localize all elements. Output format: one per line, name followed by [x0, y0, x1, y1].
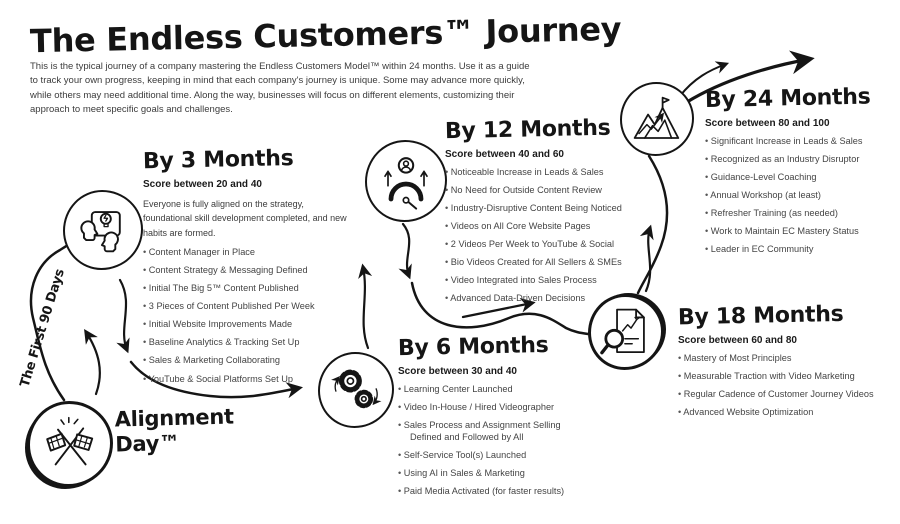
by-3-months-score: Score between 20 and 40: [143, 179, 262, 190]
list-item: Industry-Disruptive Content Being Notice…: [445, 203, 650, 215]
list-item: Significant Increase in Leads & Sales: [705, 136, 895, 148]
list-item: 3 Pieces of Content Published Per Week: [143, 301, 353, 313]
list-item: Content Manager in Place: [143, 247, 353, 259]
list-item: Advanced Data-Driven Decisions: [445, 293, 650, 305]
by-18-months-title: By 18 Months: [677, 301, 844, 331]
alignment-day-title: Alignment Day™: [114, 404, 234, 457]
path-loop-to-18: [410, 281, 590, 336]
intro-paragraph: This is the typical journey of a company…: [30, 61, 530, 116]
list-item: 2 Videos Per Week to YouTube & Social: [445, 239, 650, 251]
by-6-months-score: Score between 30 and 40: [398, 366, 517, 377]
list-item: YouTube & Social Platforms Set Up: [143, 374, 353, 386]
list-item: Learning Center Launched: [398, 384, 584, 396]
list-item: Guidance-Level Coaching: [705, 172, 895, 184]
list-item: Recognized as an Industry Disruptor: [705, 154, 895, 166]
list-item: Measurable Traction with Video Marketing: [678, 371, 900, 383]
section-by-24-months: By 24 Months Score between 80 and 100 Si…: [704, 84, 895, 262]
arrow-down-from-3: [116, 278, 130, 354]
by-3-months-list: Content Manager in Place Content Strateg…: [143, 247, 353, 385]
list-item: Regular Cadence of Customer Journey Vide…: [678, 389, 900, 401]
list-item: Work to Maintain EC Mastery Status: [705, 226, 895, 238]
list-item: Paid Media Activated (for faster results…: [398, 486, 584, 498]
arrow-down-from-12: [398, 222, 412, 280]
list-item: Initial Website Improvements Made: [143, 319, 353, 331]
brainstorm-heads-lightbulb-icon: [80, 211, 121, 253]
by-12-months-score: Score between 40 and 60: [445, 149, 564, 160]
by-6-months-title: By 6 Months: [397, 332, 549, 362]
by-12-months-list: Noticeable Increase in Leads & Sales No …: [445, 167, 650, 305]
list-item: Advanced Website Optimization: [678, 407, 900, 419]
list-item: Annual Workshop (at least): [705, 190, 895, 202]
list-item: Refresher Training (as needed): [705, 208, 895, 220]
section-by-18-months: By 18 Months Score between 60 and 80 Mas…: [677, 301, 900, 425]
by-12-months-node: [365, 140, 447, 222]
list-item: Videos on All Core Website Pages: [445, 221, 650, 233]
arrow-exit-large: [685, 50, 815, 104]
gauge-performance-icon: [384, 157, 428, 210]
by-6-months-list: Learning Center Launched Video In-House …: [398, 384, 584, 498]
alignment-day-node: [27, 401, 113, 487]
section-by-6-months: By 6 Months Score between 30 and 40 Lear…: [397, 332, 598, 504]
list-item: Video In-House / Hired Videographer: [398, 402, 584, 414]
crossed-flags-icon: [46, 416, 94, 466]
by-3-months-node: [63, 190, 143, 270]
by-18-months-list: Mastery of Most Principles Measurable Tr…: [678, 353, 900, 419]
list-item: Noticeable Increase in Leads & Sales: [445, 167, 650, 179]
by-24-months-score: Score between 80 and 100: [705, 118, 830, 129]
list-item: Mastery of Most Principles: [678, 353, 900, 365]
list-item: Leader in EC Community: [705, 244, 895, 256]
list-item: Self-Service Tool(s) Launched: [398, 450, 584, 462]
arrow-up-first-90-days: [84, 329, 101, 396]
list-item: Baseline Analytics & Tracking Set Up: [143, 337, 353, 349]
alignment-day-line2: Day™: [115, 430, 181, 457]
arrow-exit-small: [679, 61, 730, 97]
by-18-months-score: Score between 60 and 80: [678, 335, 797, 346]
document-magnifier-icon: [600, 308, 645, 355]
mountain-summit-flag-icon: [633, 96, 680, 139]
by-3-months-title: By 3 Months: [142, 146, 294, 175]
list-item: Sales & Marketing Collaborating: [143, 355, 353, 367]
alignment-day-line1: Alignment: [114, 404, 235, 432]
by-24-months-list: Significant Increase in Leads & Sales Re…: [705, 136, 895, 256]
list-item: Content Strategy & Messaging Defined: [143, 265, 353, 277]
arrow-up-to-12: [358, 263, 373, 350]
section-by-12-months: By 12 Months Score between 40 and 60 Not…: [444, 115, 650, 311]
section-by-3-months: By 3 Months Score between 20 and 40 Ever…: [142, 146, 353, 392]
list-item: Using AI in Sales & Marketing: [398, 468, 584, 480]
list-item: Bio Videos Created for All Sellers & SME…: [445, 257, 650, 269]
by-12-months-title: By 12 Months: [444, 115, 611, 145]
by-24-months-title: By 24 Months: [704, 84, 871, 113]
list-item: Sales Process and Assignment Selling Def…: [398, 420, 584, 444]
list-item: No Need for Outside Content Review: [445, 185, 650, 197]
by-18-months-node: [588, 294, 664, 370]
list-item: Initial The Big 5™ Content Published: [143, 283, 353, 295]
by-24-months-node: [620, 82, 694, 156]
list-item: Video Integrated into Sales Process: [445, 275, 650, 287]
by-3-months-description: Everyone is fully aligned on the strateg…: [143, 199, 347, 238]
